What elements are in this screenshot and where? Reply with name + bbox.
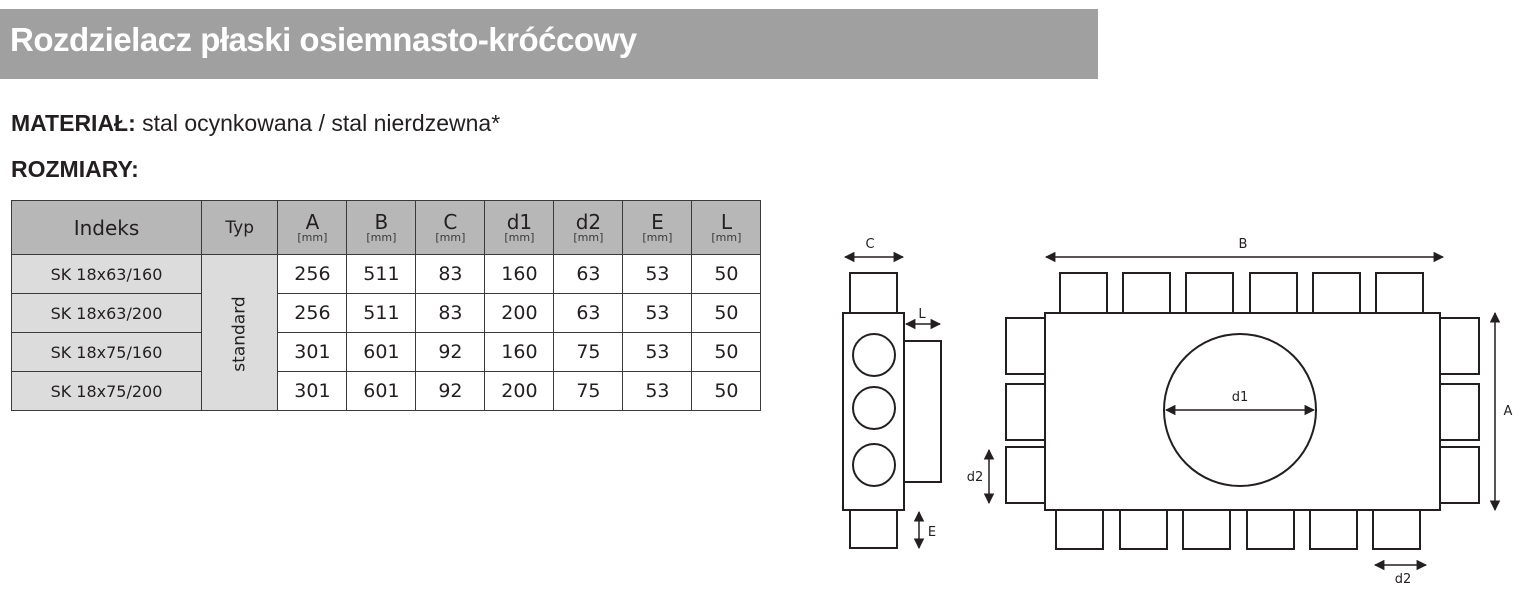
header-b: B[mm]	[346, 200, 417, 255]
value-cell: 83	[415, 254, 486, 294]
index-cell: SK 18x75/200	[11, 371, 202, 411]
bottom-outlets	[1055, 509, 1421, 550]
value-cell: 53	[622, 332, 693, 372]
value-cell: 92	[415, 371, 486, 411]
value-cell: 75	[553, 332, 624, 372]
value-cell: 92	[415, 332, 486, 372]
value-cell: 200	[484, 371, 555, 411]
side-top-outlet	[849, 272, 898, 314]
value-cell: 511	[346, 254, 417, 294]
left-outlets	[1005, 317, 1046, 504]
top-view	[983, 251, 1501, 571]
value-cell: 511	[346, 293, 417, 333]
material-label: MATERIAŁ:	[11, 110, 136, 136]
side-view	[842, 251, 942, 550]
header-l: L[mm]	[691, 200, 762, 255]
value-cell: 53	[622, 293, 693, 333]
label-d2-bottom: d2	[1395, 572, 1412, 587]
side-main-outlet	[903, 340, 942, 483]
sizes-heading: ROZMIARY:	[11, 156, 139, 182]
type-cell: standard	[200, 254, 279, 411]
label-d1: d1	[1232, 390, 1249, 405]
side-bottom-outlet	[849, 509, 898, 549]
table-row: SK 18x63/200 256 511 83 200 63 53 50	[11, 293, 762, 333]
header-index: Indeks	[11, 200, 202, 255]
label-b: B	[1239, 237, 1248, 252]
value-cell: 53	[622, 371, 693, 411]
value-cell: 200	[484, 293, 555, 333]
value-cell: 601	[346, 371, 417, 411]
value-cell: 301	[277, 332, 348, 372]
side-outlet-circle	[852, 386, 896, 430]
material-value: stal ocynkowana / stal nierdzewna*	[142, 110, 501, 136]
material-line: MATERIAŁ: stal ocynkowana / stal nierdze…	[11, 110, 500, 137]
header-type: Typ	[200, 200, 279, 255]
label-d2-side: d2	[967, 470, 984, 485]
table-header-row: Indeks Typ A[mm] B[mm] C[mm] d1[mm] d2[m…	[11, 200, 762, 255]
table-row: SK 18x63/160 standard 256 511 83 160 63 …	[11, 254, 762, 411]
value-cell: 50	[691, 254, 762, 294]
table-row: SK 18x75/200 301 601 92 200 75 53 50	[11, 371, 762, 411]
label-c: C	[865, 237, 874, 252]
value-cell: 50	[691, 293, 762, 333]
header-c: C[mm]	[415, 200, 486, 255]
label-e: E	[928, 525, 936, 540]
page-title: Rozdzielacz płaski osiemnasto-króćcowy	[10, 21, 637, 58]
header-e: E[mm]	[622, 200, 693, 255]
title-band: Rozdzielacz płaski osiemnasto-króćcowy	[0, 9, 1098, 79]
side-outlet-circle	[852, 443, 896, 487]
table-row: SK 18x75/160 301 601 92 160 75 53 50	[11, 332, 762, 372]
side-outlet-circle	[852, 333, 896, 377]
main-body	[1044, 312, 1441, 511]
top-outlets	[1059, 272, 1424, 314]
index-cell: SK 18x63/160	[11, 254, 202, 294]
value-cell: 160	[484, 332, 555, 372]
label-a: A	[1504, 404, 1513, 419]
value-cell: 50	[691, 371, 762, 411]
main-outlet-circle	[1163, 333, 1317, 487]
index-cell: SK 18x63/200	[11, 293, 202, 333]
index-cell: SK 18x75/160	[11, 332, 202, 372]
value-cell: 160	[484, 254, 555, 294]
label-l: L	[918, 307, 926, 322]
header-d2: d2[mm]	[553, 200, 624, 255]
value-cell: 75	[553, 371, 624, 411]
dimensions-table: Indeks Typ A[mm] B[mm] C[mm] d1[mm] d2[m…	[11, 200, 762, 411]
value-cell: 256	[277, 254, 348, 294]
value-cell: 50	[691, 332, 762, 372]
right-outlets	[1439, 317, 1480, 504]
